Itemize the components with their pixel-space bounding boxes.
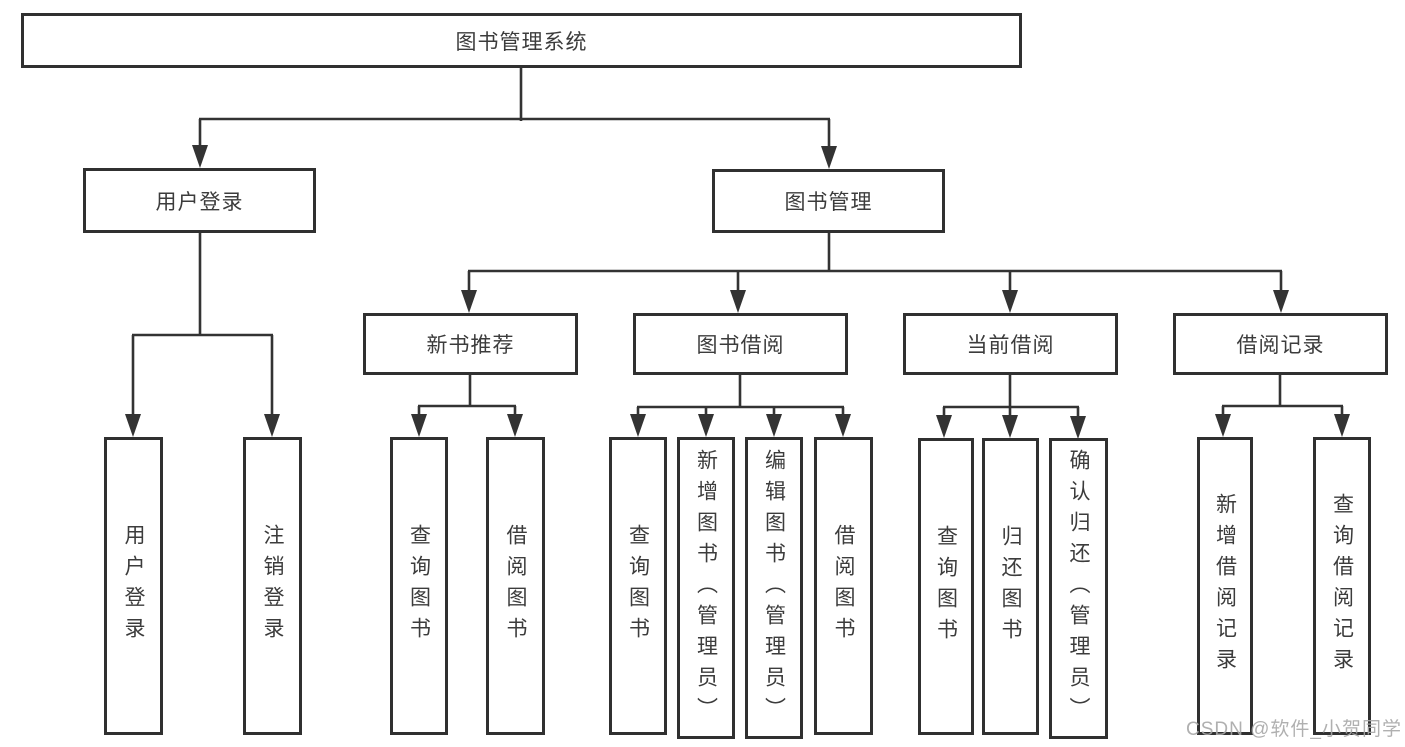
leaf-borrow-books-2-label: 借阅图书	[832, 524, 855, 648]
leaf-user-login: 用户登录	[104, 437, 163, 735]
node-borrowing-records: 借阅记录	[1173, 313, 1388, 375]
leaf-add-books-admin: 新增图书（管理员）	[677, 437, 735, 739]
arrowhead-down-icon	[1070, 416, 1086, 439]
node-root-label: 图书管理系统	[455, 30, 588, 54]
csdn-watermark: CSDN @软件_小贺同学	[1186, 719, 1402, 740]
leaf-logout-label: 注销登录	[261, 524, 284, 648]
arrowhead-down-icon	[1215, 414, 1231, 437]
node-user-login-label: 用户登录	[155, 190, 244, 214]
arrowhead-down-icon	[1002, 290, 1018, 313]
node-current-borrowing-label: 当前借阅	[966, 334, 1055, 357]
node-borrowing-records-label: 借阅记录	[1236, 334, 1325, 357]
arrowhead-down-icon	[936, 415, 952, 438]
leaf-return-books: 归还图书	[982, 438, 1039, 735]
arrowhead-down-icon	[125, 414, 141, 437]
node-book-borrowing: 图书借阅	[633, 313, 848, 375]
leaf-query-books-1: 查询图书	[390, 437, 448, 735]
arrowhead-down-icon	[730, 290, 746, 313]
node-root: 图书管理系统	[21, 13, 1022, 68]
leaf-query-books-3-label: 查询图书	[934, 524, 958, 649]
leaf-add-borrow-record-label: 新增借阅记录	[1213, 493, 1237, 679]
arrowhead-down-icon	[1334, 414, 1350, 437]
leaf-confirm-return-admin: 确认归还（管理员）	[1049, 438, 1108, 739]
leaf-query-books-1-label: 查询图书	[407, 524, 431, 648]
arrowhead-down-icon	[835, 414, 851, 437]
arrowhead-down-icon	[411, 414, 427, 437]
arrowhead-down-icon	[461, 290, 477, 313]
arrowhead-down-icon	[507, 414, 523, 437]
node-book-borrowing-label: 图书借阅	[696, 334, 785, 357]
leaf-edit-books-admin: 编辑图书（管理员）	[745, 437, 803, 739]
leaf-query-books-2-label: 查询图书	[626, 524, 650, 648]
leaf-add-books-admin-label: 新增图书（管理员）	[694, 448, 718, 728]
leaf-logout: 注销登录	[243, 437, 302, 735]
leaf-borrow-books-2: 借阅图书	[814, 437, 873, 735]
leaf-edit-books-admin-label: 编辑图书（管理员）	[762, 448, 786, 728]
arrowhead-down-icon	[1273, 290, 1289, 313]
node-new-book-recommendation-label: 新书推荐	[426, 334, 515, 357]
node-book-management: 图书管理	[712, 169, 945, 233]
arrowhead-down-icon	[630, 414, 646, 437]
arrowhead-down-icon	[698, 414, 714, 437]
arrowhead-down-icon	[766, 414, 782, 437]
node-user-login: 用户登录	[83, 168, 316, 233]
arrowhead-down-icon	[821, 146, 837, 169]
leaf-query-books-3: 查询图书	[918, 438, 974, 735]
leaf-borrow-books-1: 借阅图书	[486, 437, 545, 735]
arrowhead-down-icon	[192, 145, 208, 168]
node-new-book-recommendation: 新书推荐	[363, 313, 578, 375]
leaf-query-books-2: 查询图书	[609, 437, 667, 735]
leaf-query-borrow-record: 查询借阅记录	[1313, 437, 1371, 735]
node-book-management-label: 图书管理	[784, 191, 873, 214]
arrowhead-down-icon	[264, 414, 280, 437]
leaf-return-books-label: 归还图书	[999, 524, 1022, 649]
leaf-confirm-return-admin-label: 确认归还（管理员）	[1067, 449, 1090, 728]
leaf-query-borrow-record-label: 查询借阅记录	[1330, 493, 1354, 679]
leaf-add-borrow-record: 新增借阅记录	[1197, 437, 1253, 735]
leaf-user-login-label: 用户登录	[122, 524, 145, 648]
node-current-borrowing: 当前借阅	[903, 313, 1118, 375]
leaf-borrow-books-1-label: 借阅图书	[504, 524, 527, 648]
arrowhead-down-icon	[1002, 415, 1018, 438]
